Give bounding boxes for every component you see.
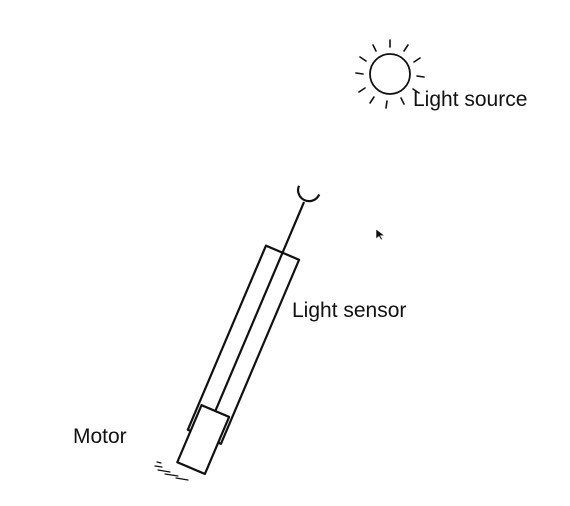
sun-icon — [355, 39, 425, 109]
motor-block — [176, 404, 231, 476]
light-sensor-label: Light sensor — [292, 299, 407, 322]
mouse-cursor-icon — [375, 228, 386, 241]
light-sensor-cup — [297, 185, 321, 203]
ground-marks — [154, 461, 189, 481]
motor-label: Motor — [73, 425, 127, 448]
light-source-label: Light source — [413, 88, 528, 111]
sensor-arm-assembly — [176, 185, 321, 476]
sun-rays — [355, 39, 425, 109]
center-rod — [214, 201, 306, 412]
sun-disc — [369, 53, 411, 95]
